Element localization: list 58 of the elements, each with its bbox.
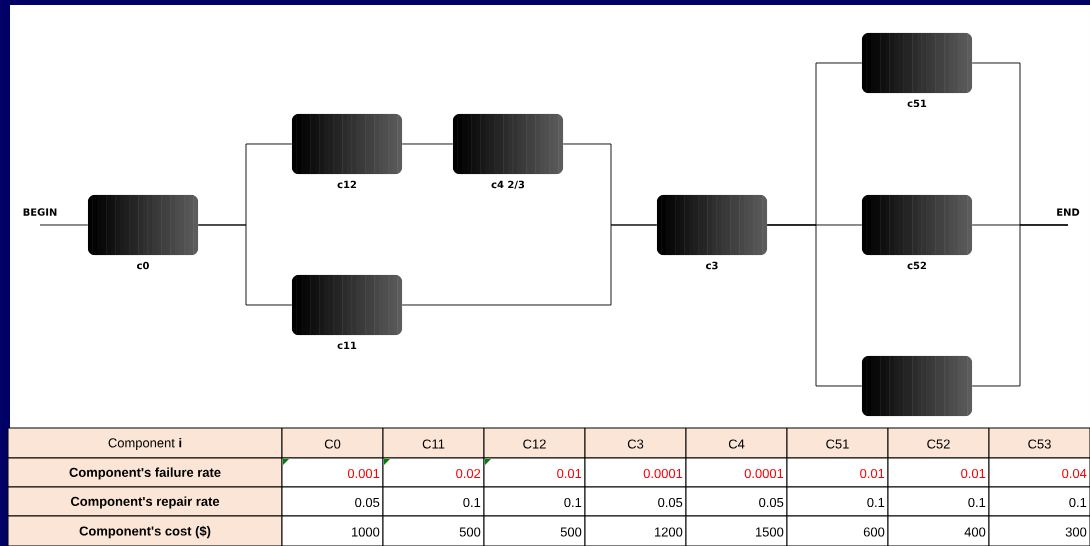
header-cell: C53 bbox=[988, 427, 1090, 459]
table-cell: 600 bbox=[786, 515, 889, 546]
table-cell: 0.1 bbox=[786, 486, 889, 517]
header-cell: C4 bbox=[685, 427, 788, 459]
node-label: c51 bbox=[907, 99, 927, 108]
connector-line bbox=[401, 143, 454, 145]
table-cell: 0.02 bbox=[382, 457, 485, 488]
table-cell: 1500 bbox=[685, 515, 788, 546]
table-cell: 0.01 bbox=[786, 457, 889, 488]
row-label-cell: Component's failure rate bbox=[7, 457, 283, 488]
table-cell: 0.0001 bbox=[584, 457, 687, 488]
table-cell: 0.1 bbox=[382, 486, 485, 517]
table-cell: 500 bbox=[382, 515, 485, 546]
component-box bbox=[861, 355, 973, 417]
table-cell: 1000 bbox=[281, 515, 384, 546]
table-cell: 0.1 bbox=[483, 486, 586, 517]
table-cell: 1200 bbox=[584, 515, 687, 546]
component-box: c4 2/3 bbox=[452, 113, 564, 190]
row-label-cell: Component's repair rate bbox=[7, 486, 283, 517]
table-cell: 500 bbox=[483, 515, 586, 546]
table-cell: 0.04 bbox=[988, 457, 1090, 488]
connector-line bbox=[197, 224, 293, 306]
table-cell: 0.05 bbox=[584, 486, 687, 517]
table-cell: 0.05 bbox=[281, 486, 384, 517]
node-label: c3 bbox=[706, 261, 718, 270]
connector-line bbox=[971, 224, 1069, 387]
terminal-label: BEGIN bbox=[23, 208, 57, 216]
table-cell: 0.05 bbox=[685, 486, 788, 517]
table-cell: 0.001 bbox=[281, 457, 384, 488]
node-label: c11 bbox=[337, 341, 357, 350]
component-box: c0 bbox=[87, 194, 199, 270]
node-label: c12 bbox=[337, 180, 357, 189]
table-cell: 400 bbox=[887, 515, 990, 546]
table-cell: 0.01 bbox=[887, 457, 990, 488]
header-cell: C0 bbox=[281, 427, 384, 459]
table-cell: 300 bbox=[988, 515, 1090, 546]
table-cell: 0.01 bbox=[483, 457, 586, 488]
table-cell: 0.1 bbox=[988, 486, 1090, 517]
header-cell: C12 bbox=[483, 427, 586, 459]
connector-line bbox=[39, 224, 89, 226]
header-cell: C51 bbox=[786, 427, 889, 459]
header-cell: C11 bbox=[382, 427, 485, 459]
component-box: c11 bbox=[291, 274, 403, 350]
header-cell: C52 bbox=[887, 427, 990, 459]
component-box: c12 bbox=[291, 113, 403, 189]
table-cell: 0.1 bbox=[887, 486, 990, 517]
component-box: c3 bbox=[656, 194, 768, 270]
connector-line bbox=[401, 224, 658, 306]
node-label: c4 2/3 bbox=[491, 180, 525, 190]
row-label-cell: Component's cost ($) bbox=[7, 515, 283, 546]
terminal-label: END bbox=[1057, 208, 1080, 216]
component-box: c52 bbox=[861, 194, 973, 270]
node-label: c0 bbox=[137, 261, 149, 270]
node-label: c52 bbox=[907, 261, 927, 270]
table-cell: 0.0001 bbox=[685, 457, 788, 488]
component-box: c51 bbox=[861, 32, 973, 108]
header-cell: C3 bbox=[584, 427, 687, 459]
connector-line bbox=[766, 224, 863, 387]
